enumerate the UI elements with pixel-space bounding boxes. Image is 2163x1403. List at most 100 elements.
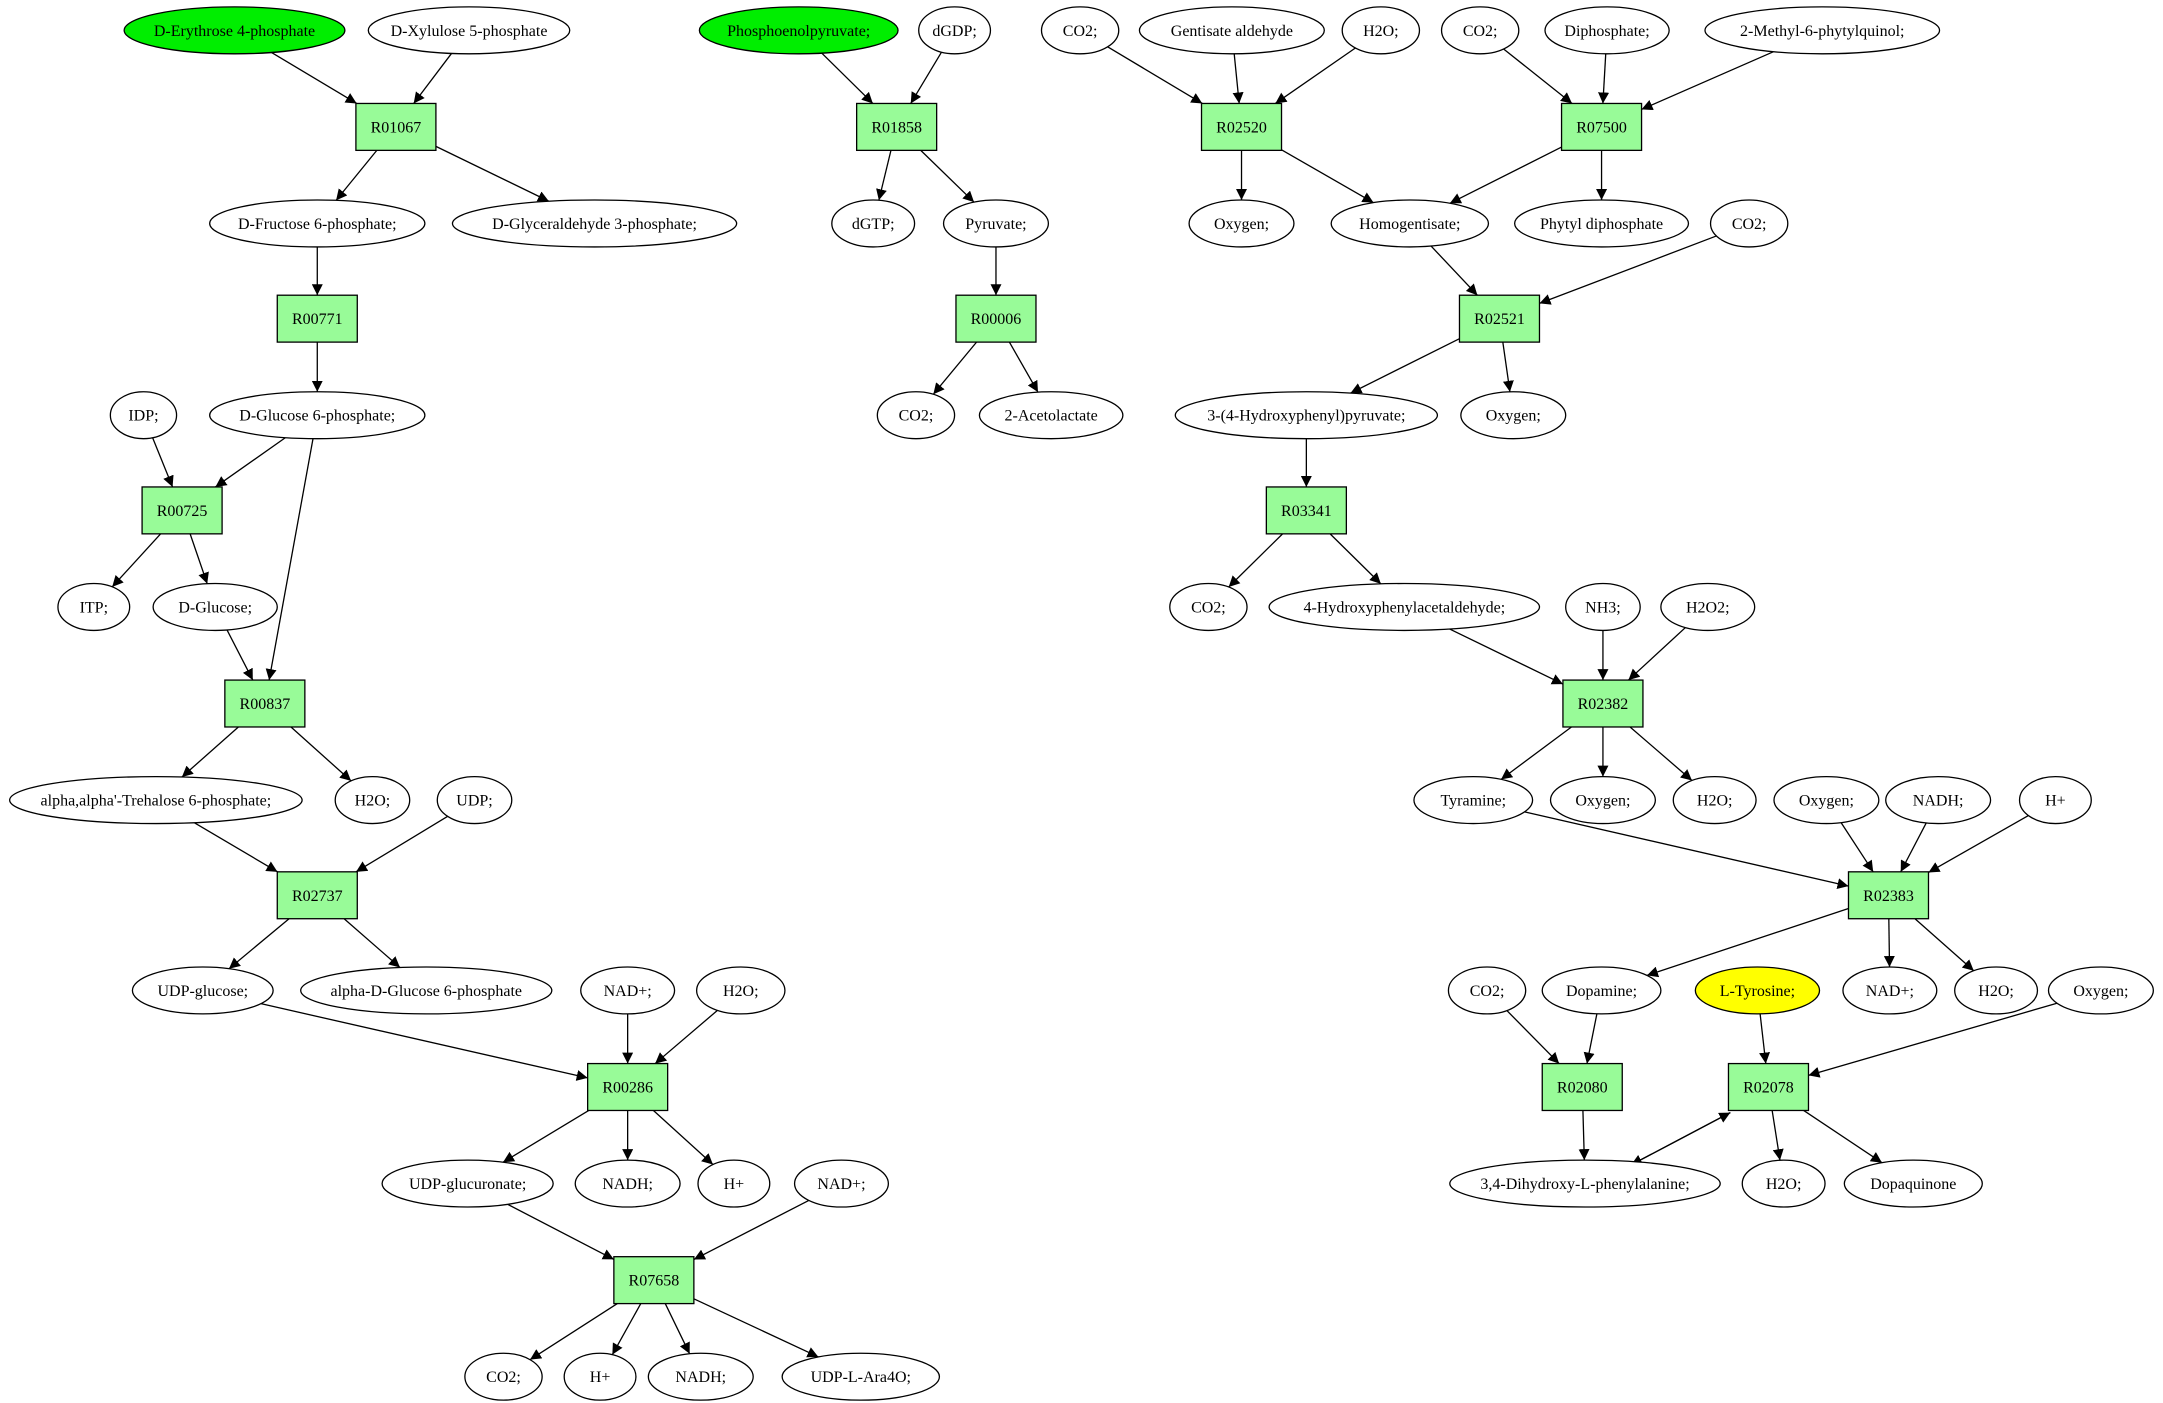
compound-node-dopaquinone[interactable]: Dopaquinone [1843,1159,1983,1208]
compound-node-dgtp[interactable]: dGTP; [831,199,916,248]
compound-node-nad[interactable]: NAD+; [1842,966,1938,1015]
compound-node-nadh[interactable]: NADH; [574,1159,681,1208]
compound-node-pyruvate[interactable]: Pyruvate; [942,199,1050,248]
node-label: CO2; [1063,23,1098,40]
reaction-node-r02521[interactable]: R02521 [1458,294,1541,343]
compound-node-4-hydroxyphenylacetaldehyde[interactable]: 4-Hydroxyphenylacetaldehyde; [1268,582,1541,632]
compound-node-l-tyrosine[interactable]: L-Tyrosine; [1694,966,1821,1015]
reaction-node-r02080[interactable]: R02080 [1541,1062,1623,1112]
compound-ellipse [131,966,274,1015]
reaction-box [355,102,437,152]
compound-node-udp[interactable]: UDP; [436,775,513,825]
compound-node-h2o[interactable]: H2O; [334,775,411,825]
compound-node-udp-glucose[interactable]: UDP-glucose; [131,966,274,1015]
compound-node-homogentisate[interactable]: Homogentisate; [1330,199,1490,248]
compound-node-udp-l-ara4o[interactable]: UDP-L-Ara4O; [781,1352,941,1401]
reaction-node-r02078[interactable]: R02078 [1727,1062,1810,1112]
reaction-node-r02520[interactable]: R02520 [1200,102,1283,152]
compound-node-d-xylulose-5-phosphate[interactable]: D-Xylulose 5-phosphate [367,6,571,55]
compound-node-itp[interactable]: ITP; [57,582,131,632]
edge-r07658-to-h- [611,1303,642,1355]
reaction-node-r02737[interactable]: R02737 [276,871,358,920]
compound-node-h2o[interactable]: H2O; [1341,6,1421,55]
reaction-node-r00771[interactable]: R00771 [276,294,358,343]
compound-node-co2[interactable]: CO2; [1440,6,1520,55]
compound-node-nadh[interactable]: NADH; [647,1352,754,1401]
compound-node-d-glyceraldehyde-3-phosphate[interactable]: D-Glyceraldehyde 3-phosphate; [451,199,738,248]
compound-node-h2o[interactable]: H2O; [1954,966,2039,1015]
compound-node-oxygen[interactable]: Oxygen; [1549,775,1657,825]
compound-ellipse [1843,1159,1983,1208]
node-label: R00006 [971,311,1022,328]
compound-node-3-4-hydroxyphenyl-pyruvate[interactable]: 3-(4-Hydroxyphenyl)pyruvate; [1174,391,1439,440]
reaction-node-r01858[interactable]: R01858 [855,102,938,152]
reaction-node-r03341[interactable]: R03341 [1265,486,1348,535]
reaction-node-r02383[interactable]: R02383 [1847,871,1930,920]
compound-node-co2[interactable]: CO2; [1040,6,1120,55]
compound-node-h[interactable]: H+ [697,1159,771,1208]
compound-node-nadh[interactable]: NADH; [1885,775,1992,825]
reaction-node-r01067[interactable]: R01067 [355,102,437,152]
compound-node-dgdp[interactable]: dGDP; [918,6,992,55]
edge-co2--to-r02520 [1107,46,1203,105]
compound-node-2-methyl-6-phytylquinol[interactable]: 2-Methyl-6-phytylquinol; [1704,6,1941,55]
compound-node-idp[interactable]: IDP; [109,391,178,440]
reaction-node-r02382[interactable]: R02382 [1562,679,1644,728]
compound-node-co2[interactable]: CO2; [1447,966,1527,1015]
reaction-box [276,871,358,920]
reaction-node-r00837[interactable]: R00837 [224,679,306,728]
node-label: CO2; [486,1369,521,1386]
compound-node-h2o2[interactable]: H2O2; [1660,582,1756,632]
compound-node-gentisate-aldehyde[interactable]: Gentisate aldehyde [1138,6,1325,55]
compound-ellipse [1672,775,1757,825]
compound-node-oxygen[interactable]: Oxygen; [2047,966,2154,1015]
compound-node-d-erythrose-4-phosphate[interactable]: D-Erythrose 4-phosphate [123,6,346,55]
compound-node-oxygen[interactable]: Oxygen; [1460,391,1567,440]
compound-node-3-4-dihydroxy-l-phenylalanine[interactable]: 3,4-Dihydroxy-L-phenylalanine; [1449,1159,1721,1208]
compound-node-co2[interactable]: CO2; [464,1352,543,1401]
node-label: H2O; [1766,1176,1802,1193]
compound-node-h2o[interactable]: H2O; [695,966,786,1015]
compound-node-oxygen[interactable]: Oxygen; [1773,775,1880,825]
compound-node-alpha-d-glucose-6-phosphate[interactable]: alpha-D-Glucose 6-phosphate [300,966,553,1015]
edge-r02078-to-dopaquinone [1803,1109,1883,1164]
reaction-box [224,679,306,728]
compound-node-co2[interactable]: CO2; [1709,199,1789,248]
compound-node-udp-glucuronate[interactable]: UDP-glucuronate; [381,1159,554,1208]
compound-ellipse [831,199,916,248]
compound-node-dopamine[interactable]: Dopamine; [1541,966,1662,1015]
edge-r07658-to-udp-l-ara4o- [693,1298,819,1358]
compound-node-phytyl-diphosphate[interactable]: Phytyl diphosphate [1514,199,1690,248]
reaction-node-r00725[interactable]: R00725 [141,486,223,535]
compound-node-diphosphate[interactable]: Diphosphate; [1544,6,1670,55]
node-label: Phosphoenolpyruvate; [727,23,870,40]
reaction-node-r00286[interactable]: R00286 [587,1062,669,1112]
compound-node-nh3[interactable]: NH3; [1565,582,1641,632]
reaction-node-r07500[interactable]: R07500 [1560,102,1643,152]
node-label: R00771 [292,311,343,328]
compound-node-d-glucose-6-phosphate[interactable]: D-Glucose 6-phosphate; [209,391,426,440]
edge-diphosphate--to-r07500 [1598,53,1610,104]
reaction-node-r00006[interactable]: R00006 [955,294,1037,343]
compound-node-tyramine[interactable]: Tyramine; [1413,775,1534,825]
compound-node-nad[interactable]: NAD+; [793,1159,890,1208]
compound-node-h2o[interactable]: H2O; [1672,775,1757,825]
compound-node-oxygen[interactable]: Oxygen; [1188,199,1295,248]
compound-node-2-acetolactate[interactable]: 2-Acetolactate [978,391,1124,440]
edge-udp-glucuronate--to-r07658 [507,1203,615,1260]
reaction-box [276,294,358,343]
compound-node-alpha-alpha-trehalose-6-phosphate[interactable]: alpha,alpha'-Trehalose 6-phosphate; [9,775,303,825]
compound-node-co2[interactable]: CO2; [1169,582,1248,632]
compound-node-h2o[interactable]: H2O; [1741,1159,1826,1208]
compound-node-d-fructose-6-phosphate[interactable]: D-Fructose 6-phosphate; [209,199,426,248]
edge-l-tyrosine--to-r02078 [1759,1013,1771,1064]
compound-node-h[interactable]: H+ [2018,775,2092,825]
node-label: R07658 [629,1273,680,1290]
compound-node-h[interactable]: H+ [563,1352,637,1401]
compound-node-d-glucose[interactable]: D-Glucose; [152,582,278,632]
edge-h2o--to-r00286 [654,1009,718,1065]
reaction-node-r07658[interactable]: R07658 [613,1256,695,1305]
compound-node-nad[interactable]: NAD+; [580,966,676,1015]
compound-node-co2[interactable]: CO2; [876,391,956,440]
compound-node-phosphoenolpyruvate[interactable]: Phosphoenolpyruvate; [698,6,899,55]
